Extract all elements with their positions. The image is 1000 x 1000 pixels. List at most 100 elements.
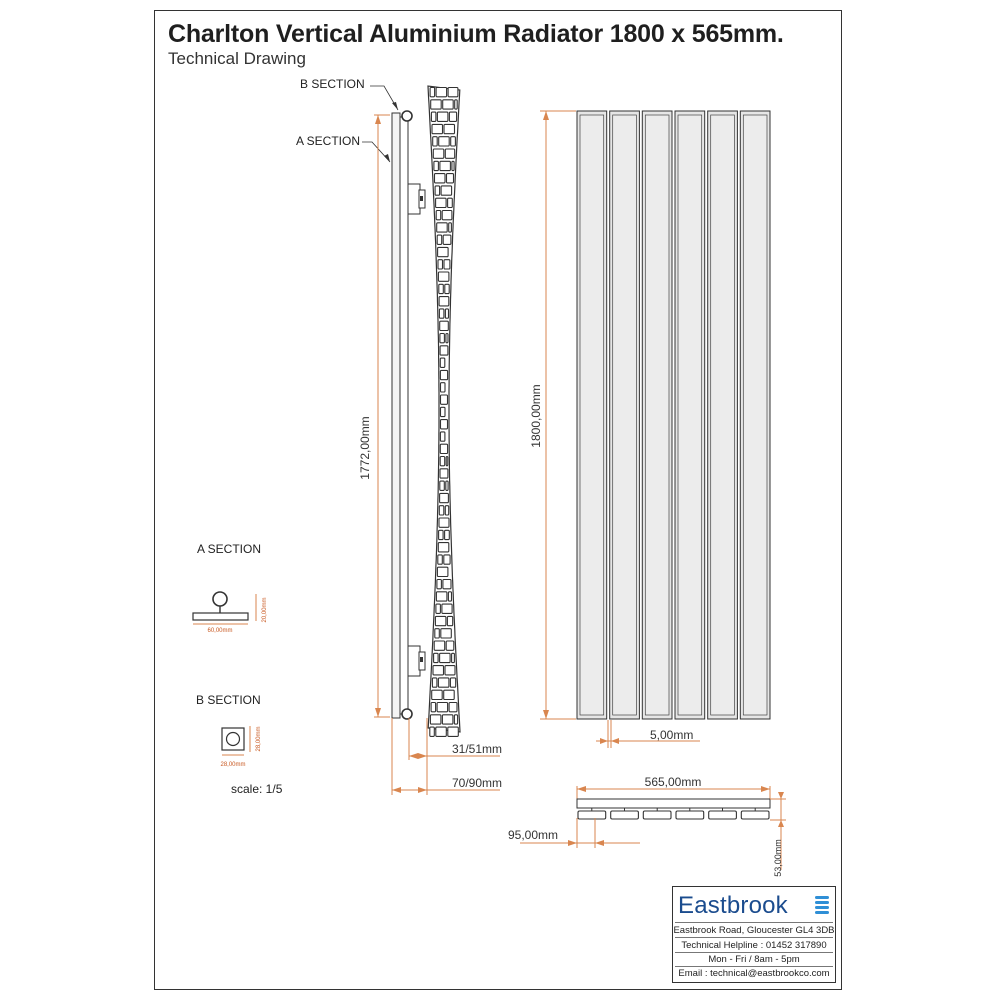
top-wall-bracket	[407, 183, 421, 215]
brick	[444, 283, 450, 295]
brick	[437, 271, 450, 282]
brick	[444, 505, 450, 516]
brick	[439, 382, 446, 393]
plan-panel-profile	[708, 810, 737, 820]
brick	[435, 209, 442, 221]
brick	[430, 111, 437, 122]
brick	[440, 628, 452, 639]
brick	[436, 701, 449, 713]
brick	[451, 652, 455, 664]
dim-1772-arrow-top	[375, 115, 381, 124]
bottom-bracket-slot	[420, 657, 423, 662]
brick	[435, 603, 441, 614]
brick	[438, 529, 444, 541]
brick	[451, 160, 455, 172]
brick	[434, 628, 440, 639]
info-divider	[675, 952, 833, 953]
brick	[442, 234, 452, 245]
a-dim-height-label: 20,00mm	[262, 597, 268, 622]
brick	[436, 222, 448, 233]
brick	[437, 246, 449, 258]
brick	[438, 308, 445, 319]
dim-70-label: 70/90mm	[452, 776, 502, 790]
brick	[439, 369, 449, 381]
brick	[443, 259, 451, 270]
company-logo: Eastbrook	[676, 890, 832, 924]
brick	[443, 689, 455, 701]
brick	[429, 726, 435, 737]
brick	[438, 505, 445, 516]
brick	[438, 296, 450, 307]
brick	[443, 554, 451, 565]
brick	[439, 357, 446, 368]
brick	[435, 726, 447, 737]
b-dim-width-label: 28,00mm	[220, 762, 245, 768]
info-divider	[675, 937, 833, 938]
top-bracket-slot	[420, 196, 423, 201]
side-view: B SECTION A SECTION 1772,00mm 31	[296, 77, 502, 795]
brick	[448, 701, 458, 713]
brick	[437, 542, 450, 553]
brick	[438, 517, 450, 528]
brick	[449, 677, 457, 688]
brick	[439, 345, 449, 356]
brick	[444, 529, 450, 541]
brick	[448, 111, 458, 122]
plan-panel-profile	[577, 810, 607, 820]
company-address: Eastbrook Road, Gloucester GL4 3DB	[673, 925, 835, 936]
brick	[434, 615, 447, 627]
brick	[439, 468, 449, 479]
drawing-subtitle: Technical Drawing	[168, 49, 306, 68]
a-dim-width-label: 60,00mm	[207, 628, 232, 634]
brick	[447, 726, 459, 737]
eastbrook-wave-icon	[815, 896, 829, 918]
plan-panel-profile	[675, 810, 705, 820]
brick	[436, 578, 442, 590]
brick	[439, 492, 449, 504]
brick	[441, 714, 454, 725]
b-section-circle	[225, 731, 241, 747]
dim-1800-arrow-bottom	[543, 710, 549, 719]
b-dim-height-label: 28,00mm	[256, 726, 262, 751]
brick	[445, 332, 449, 344]
brick	[436, 234, 443, 245]
b-section-arrowhead	[392, 102, 398, 110]
brick	[447, 197, 453, 209]
brick	[436, 111, 449, 122]
radiator-side-panel	[391, 112, 401, 719]
radiator-panel-face	[677, 114, 703, 716]
dim-565-label: 565,00mm	[645, 775, 702, 789]
b-section-leader	[370, 85, 399, 111]
radiator-panel-face	[710, 114, 735, 716]
brick	[439, 320, 449, 332]
brick	[431, 123, 444, 135]
bottom-manifold-circle	[401, 708, 413, 720]
top-manifold-circle	[401, 110, 413, 122]
front-view: 1800,00mm 5,00mm	[529, 110, 771, 748]
dim-5-arrow-left	[600, 738, 608, 744]
brick	[448, 222, 452, 233]
brick	[438, 283, 444, 295]
brick	[439, 431, 446, 442]
plan-panels	[577, 808, 770, 820]
brick	[439, 332, 445, 344]
brick	[433, 173, 446, 184]
brick	[454, 99, 458, 110]
radiator-side-channel	[399, 116, 409, 715]
dim-70-arrow-right	[418, 787, 427, 793]
plan-manifold-bar	[576, 798, 771, 809]
company-email: Email : technical@eastbrookco.com	[678, 968, 830, 979]
dim-1800-label: 1800,00mm	[529, 384, 543, 447]
brick	[431, 677, 438, 688]
brick	[439, 160, 451, 172]
plan-panel-profile	[740, 810, 770, 820]
brick	[445, 480, 449, 491]
plan-panel-profile	[610, 810, 639, 820]
a-section-detail: A SECTION 60,00mm 20,00mm	[192, 542, 268, 634]
brick	[447, 86, 459, 98]
brick	[444, 665, 456, 676]
brick	[437, 677, 450, 688]
radiator-panel-face	[612, 114, 637, 716]
brick	[433, 652, 439, 664]
radiator-panel-face	[579, 114, 605, 716]
